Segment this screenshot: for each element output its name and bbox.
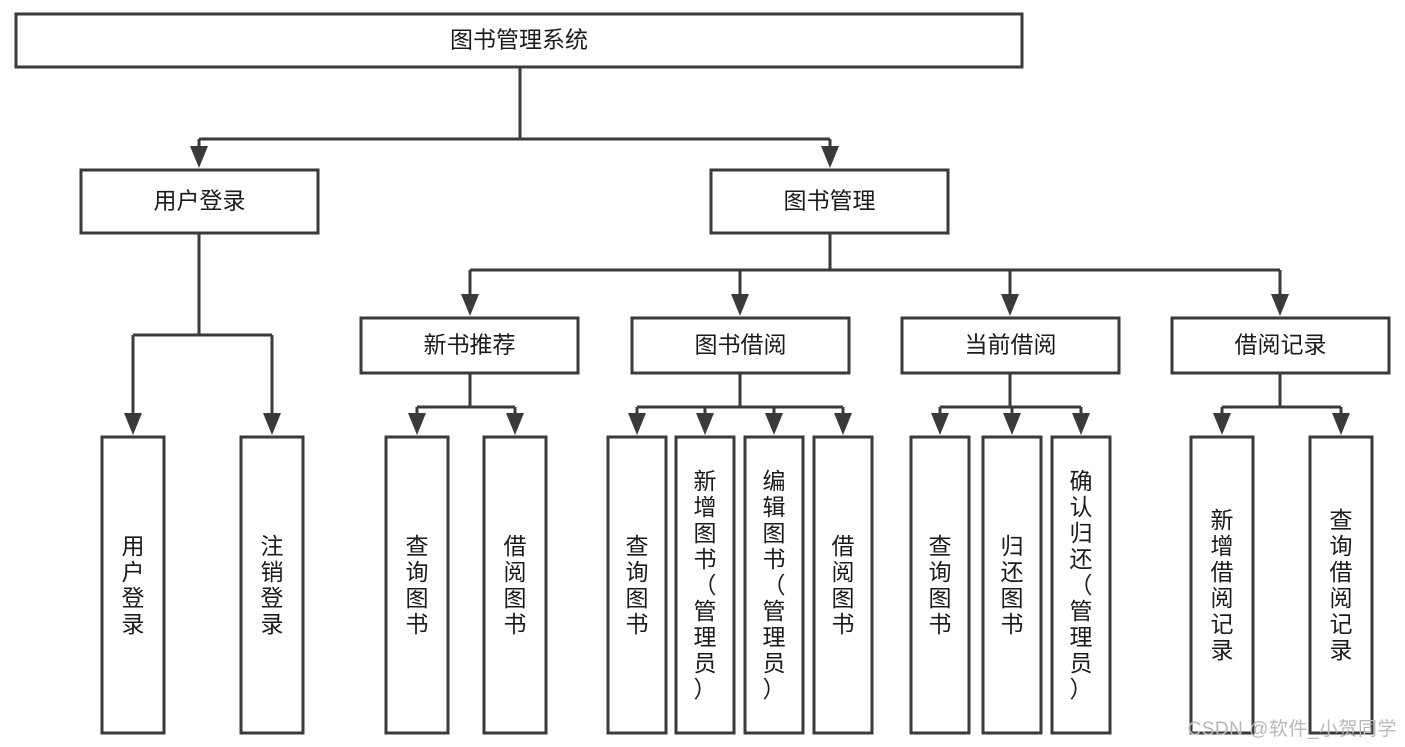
node-leaf-2[interactable]: 查询图书 [384, 435, 450, 735]
node-leaf-8[interactable]: 查询图书 [909, 435, 971, 735]
arrowhead-icon [1072, 413, 1090, 435]
node-level2-0-label: 用户登录 [154, 188, 246, 214]
node-leaf-6[interactable]: 编辑图书（管理员） [743, 435, 805, 735]
arrowhead-icon [731, 294, 749, 316]
arrowhead-icon [1213, 413, 1231, 435]
node-leaf-0-label: 用户登录 [122, 533, 145, 637]
node-level2-1-label: 图书管理 [784, 188, 876, 214]
arrowhead-icon [263, 413, 281, 435]
arrowhead-icon [1271, 294, 1289, 316]
node-leaf-12-rect [1308, 435, 1374, 735]
node-level3-0[interactable]: 新书推荐 [359, 316, 580, 375]
node-leaf-5-rect [674, 435, 736, 735]
node-leaf-7[interactable]: 借阅图书 [812, 435, 874, 735]
node-level3-2-label: 当前借阅 [965, 332, 1057, 358]
node-level3-2[interactable]: 当前借阅 [900, 316, 1121, 375]
node-level2-1-rect [709, 168, 950, 235]
arrowhead-icon [821, 146, 839, 168]
arrowhead-icon [461, 294, 479, 316]
node-leaf-4-rect [606, 435, 668, 735]
arrowhead-icon [696, 413, 714, 435]
node-leaf-1-rect [239, 435, 305, 735]
arrowhead-icon [1003, 413, 1021, 435]
arrowhead-icon [190, 146, 208, 168]
arrowhead-icon [408, 413, 426, 435]
node-leaf-1-label: 注销登录 [261, 533, 284, 637]
node-leaf-2-rect [384, 435, 450, 735]
arrowhead-icon [931, 413, 949, 435]
arrowhead-icon [834, 413, 852, 435]
node-leaf-11[interactable]: 新增借阅记录 [1189, 435, 1255, 735]
node-leaf-1[interactable]: 注销登录 [239, 435, 305, 735]
node-leaf-5-label: 新增图书（管理员） [694, 468, 717, 702]
node-level3-1-rect [630, 316, 851, 375]
arrowhead-icon [1332, 413, 1350, 435]
node-level2-1[interactable]: 图书管理 [709, 168, 950, 235]
node-leaf-8-label: 查询图书 [929, 533, 952, 637]
arrowhead-icon [124, 413, 142, 435]
arrowhead-icon [765, 413, 783, 435]
node-leaf-10[interactable]: 确认归还（管理员） [1050, 435, 1112, 735]
node-leaf-0-rect [100, 435, 166, 735]
node-leaf-9-label: 归还图书 [1001, 533, 1024, 637]
node-leaf-4[interactable]: 查询图书 [606, 435, 668, 735]
node-leaf-3-rect [482, 435, 548, 735]
arrowhead-icon [1001, 294, 1019, 316]
node-level3-1-label: 图书借阅 [695, 332, 787, 358]
node-leaf-7-label: 借阅图书 [832, 533, 855, 637]
node-leaf-8-rect [909, 435, 971, 735]
arrowhead-icon [506, 413, 524, 435]
node-level3-3-rect [1170, 316, 1391, 375]
node-leaf-4-label: 查询图书 [626, 533, 649, 637]
node-leaf-6-rect [743, 435, 805, 735]
node-level2-0-rect [79, 168, 320, 235]
node-level3-2-rect [900, 316, 1121, 375]
node-leaf-10-label: 确认归还（管理员） [1070, 468, 1093, 702]
node-leaf-9[interactable]: 归还图书 [981, 435, 1043, 735]
node-leaf-5[interactable]: 新增图书（管理员） [674, 435, 736, 735]
node-level3-3-label: 借阅记录 [1235, 332, 1327, 358]
node-leaf-10-rect [1050, 435, 1112, 735]
node-level2-0[interactable]: 用户登录 [79, 168, 320, 235]
node-level3-3[interactable]: 借阅记录 [1170, 316, 1391, 375]
node-leaf-3[interactable]: 借阅图书 [482, 435, 548, 735]
node-leaf-12-label: 查询借阅记录 [1330, 507, 1353, 663]
node-leaf-11-label: 新增借阅记录 [1211, 507, 1234, 663]
node-root-label: 图书管理系统 [450, 27, 588, 53]
node-leaf-9-rect [981, 435, 1043, 735]
node-level3-0-rect [359, 316, 580, 375]
node-leaf-11-rect [1189, 435, 1255, 735]
node-leaf-3-label: 借阅图书 [504, 533, 527, 637]
node-level3-0-label: 新书推荐 [424, 332, 516, 358]
node-leaf-0[interactable]: 用户登录 [100, 435, 166, 735]
node-leaf-7-rect [812, 435, 874, 735]
node-level3-1[interactable]: 图书借阅 [630, 316, 851, 375]
arrowhead-icon [628, 413, 646, 435]
node-leaf-2-label: 查询图书 [406, 533, 429, 637]
node-root[interactable]: 图书管理系统 [14, 12, 1024, 69]
node-leaf-6-label: 编辑图书（管理员） [763, 468, 786, 702]
node-leaf-12[interactable]: 查询借阅记录 [1308, 435, 1374, 735]
node-root-rect [14, 12, 1024, 69]
